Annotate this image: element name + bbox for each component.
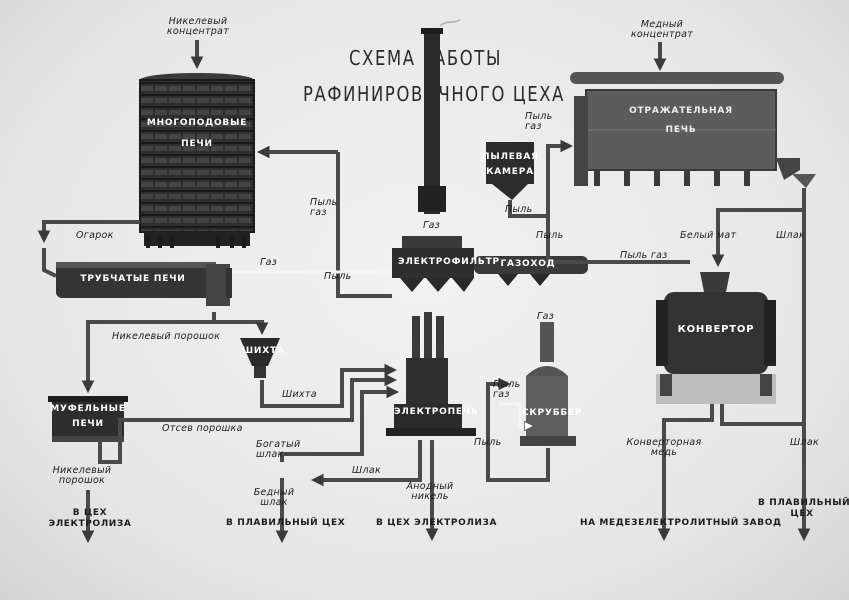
electric-furnace-label: ЭЛЕКТРОПЕЧЬ — [394, 407, 479, 417]
flow-lines — [37, 40, 811, 544]
converter-vessel — [656, 272, 776, 404]
destination-electrolysis-2: В ЦЕХ ЭЛЕКТРОЛИЗА — [376, 518, 498, 528]
destination-smelting-2: В ПЛАВИЛЬНЫЙ ЦЕХ — [758, 498, 849, 519]
charge-hopper-label: ШИХТА — [242, 346, 285, 356]
dust-chamber-label: ПЫЛЕВАЯ КАМЕРА — [482, 152, 539, 177]
reverb-label: ОТРАЖАТЕЛЬНАЯ ПЕЧЬ — [629, 106, 733, 135]
gas-lines — [232, 270, 530, 426]
chimney — [418, 19, 461, 214]
white-matte-label: Белый мат — [680, 230, 737, 241]
converter-label: КОНВЕРТОР — [677, 324, 755, 335]
dust-3-label: Пыль — [536, 230, 564, 241]
destination-copper-plant: НА МЕДЕЗЕЛЕКТРОЛИТНЫЙ ЗАВОД — [580, 518, 782, 528]
destination-electrolysis-1: В ЦЕХ ЭЛЕКТРОЛИЗА — [48, 508, 132, 529]
reverberatory-furnace — [570, 72, 816, 188]
scrubber-label: СКРУББЕР — [522, 408, 583, 418]
title-line-1: СХЕМА РАБОТЫ — [349, 46, 503, 70]
dust-2-label: Пыль — [505, 204, 533, 215]
nickel-powder-label: Никелевый порошок — [112, 331, 221, 342]
gas-tube-label: Газ — [260, 257, 278, 268]
slag-3-label: Шлак — [790, 437, 819, 448]
dust-1-label: Пыль — [324, 271, 352, 282]
charge-label: Шихта — [282, 389, 317, 400]
powder-screenings-label: Отсев порошка — [162, 423, 243, 434]
gas-duct-label: ГАЗОХОД — [500, 259, 556, 269]
dust-gas-2-label: Пыль газ — [525, 111, 553, 132]
charge-hopper — [240, 338, 280, 378]
rich-slag-label: Богатый шлак — [256, 439, 301, 460]
muffle-furnace — [48, 396, 128, 442]
electrofilter-label: ЭЛЕКТРОФИЛЬТР — [398, 257, 500, 267]
slag-1-label: Шлак — [352, 465, 381, 476]
multi-hearth-furnace — [139, 73, 255, 248]
dust-4-label: Пыль — [474, 437, 502, 448]
gas-scrubber-label: Газ — [537, 311, 555, 322]
title-line-2: РАФИНИРОВОЧНОГО ЦЕХА — [303, 82, 566, 106]
lean-slag-label: Бедный шлак — [253, 487, 295, 508]
electric-furnace — [386, 312, 476, 436]
dust-gas-4-label: Пыль газ — [493, 379, 521, 400]
calcine-label: Огарок — [76, 230, 114, 241]
anode-nickel-label: Анодный никель — [406, 481, 454, 502]
multi-hearth-label: МНОГОПОДОВЫЕ ПЕЧИ — [146, 118, 248, 149]
dust-chamber — [486, 142, 534, 200]
gas-ef-label: Газ — [423, 220, 441, 231]
muffle-label: МУФЕЛЬНЫЕ ПЕЧИ — [50, 404, 126, 429]
nickel-concentrate-label: Никелевый концентрат — [166, 16, 230, 37]
dust-gas-1-label: Пыль газ — [310, 197, 338, 218]
copper-concentrate-label: Медный концентрат — [630, 19, 694, 40]
dust-gas-3-label: Пыль газ — [620, 250, 668, 261]
destination-smelting-1: В ПЛАВИЛЬНЫЙ ЦЕХ — [226, 518, 346, 528]
tube-furnace — [56, 262, 232, 306]
scrubber-tower — [520, 322, 576, 446]
nickel-powder-out-label: Никелевый порошок — [52, 465, 112, 486]
tube-furnace-label: ТРУБЧАТЫЕ ПЕЧИ — [80, 274, 186, 284]
converter-copper-label: Конверторная медь — [626, 437, 702, 458]
slag-2-label: Шлак — [776, 230, 805, 241]
